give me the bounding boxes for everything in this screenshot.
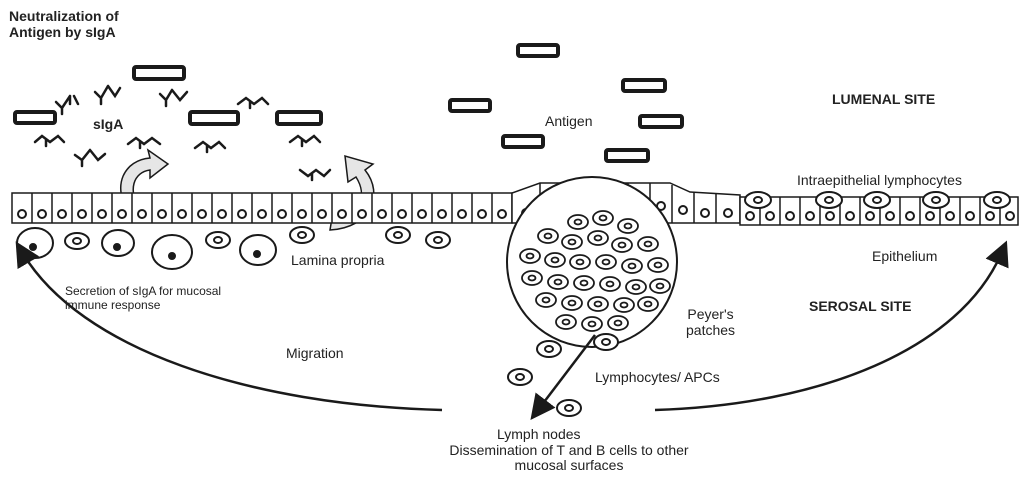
peyers-patch bbox=[507, 177, 677, 347]
siga-antibody bbox=[238, 98, 268, 108]
siga-antibody bbox=[195, 142, 225, 152]
serosal-site-label: SEROSAL SITE bbox=[809, 298, 911, 314]
antigen bbox=[518, 45, 558, 56]
secretion-label: Secretion of sIgA for mucosal immune res… bbox=[65, 284, 221, 312]
peyers-patches-label: Peyer's patches bbox=[686, 306, 735, 338]
siga-antibody bbox=[56, 96, 78, 114]
antigen bbox=[15, 112, 55, 123]
antigen-label: Antigen bbox=[545, 113, 592, 129]
antigen bbox=[606, 150, 648, 161]
migration-arrow-left bbox=[22, 252, 442, 410]
epithelium-label: Epithelium bbox=[872, 248, 937, 264]
siga-antibody-group bbox=[35, 86, 330, 180]
lamina-propria-cells bbox=[17, 227, 450, 269]
antigen bbox=[503, 136, 543, 147]
siga-antibody bbox=[35, 136, 64, 146]
lumenal-site-label: LUMENAL SITE bbox=[832, 91, 935, 107]
antigen bbox=[134, 67, 184, 79]
siga-antibody bbox=[160, 90, 187, 106]
lymph-nodes-label: Lymph nodes bbox=[497, 426, 581, 442]
siga-antibody bbox=[300, 170, 330, 180]
antigen bbox=[450, 100, 490, 111]
neutralization-label: Neutralization of Antigen by sIgA bbox=[9, 8, 119, 40]
antigen bbox=[190, 112, 238, 124]
siga-antibody bbox=[290, 136, 320, 146]
antigen bbox=[277, 112, 321, 124]
dissemination-label: Dissemination of T and B cells to other … bbox=[404, 443, 734, 473]
siga-antibody bbox=[128, 138, 160, 148]
lamina-propria-label: Lamina propria bbox=[291, 252, 384, 268]
antigen bbox=[623, 80, 665, 91]
migration-label: Migration bbox=[286, 345, 344, 361]
siga-label: sIgA bbox=[93, 116, 123, 132]
siga-antibody bbox=[95, 86, 120, 104]
intraepithelial-lymphocytes-label: Intraepithelial lymphocytes bbox=[797, 172, 962, 188]
lymphocytes-apcs-label: Lymphocytes/ APCs bbox=[595, 369, 720, 385]
antigen bbox=[640, 116, 682, 127]
siga-antibody bbox=[75, 150, 105, 166]
antigen-group bbox=[15, 45, 682, 161]
epithelium-left bbox=[12, 193, 512, 223]
